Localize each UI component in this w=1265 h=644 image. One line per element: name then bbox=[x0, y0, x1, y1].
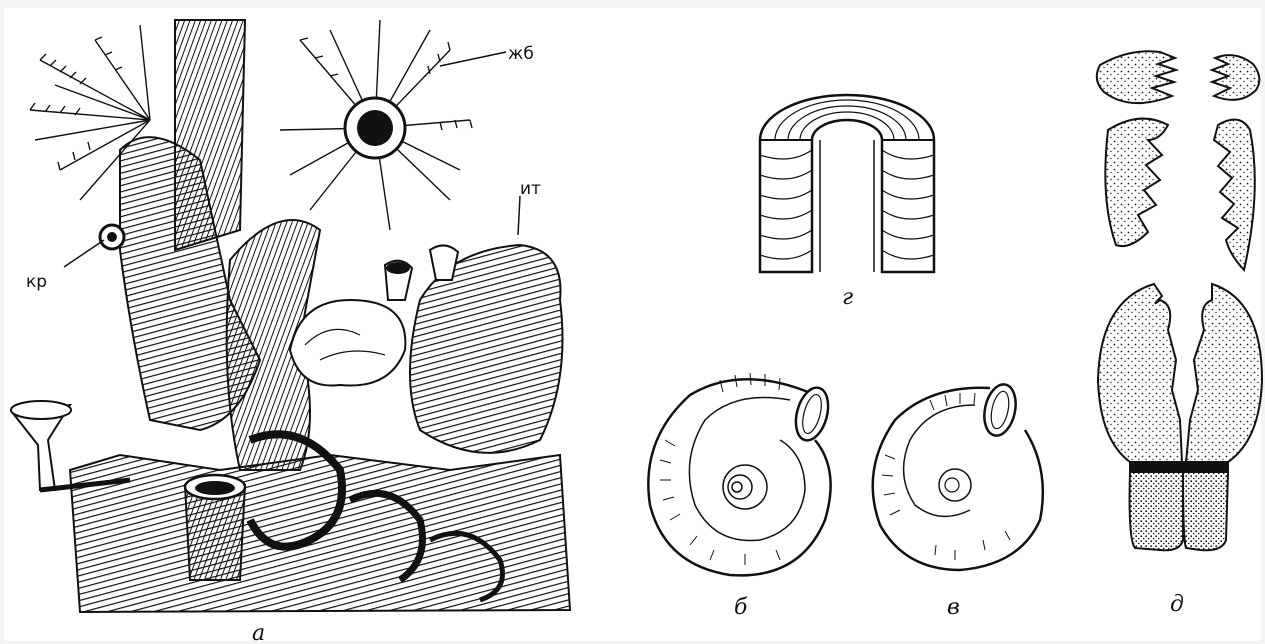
panel-b-coiled-shell bbox=[648, 373, 833, 575]
leader-it bbox=[518, 196, 520, 235]
label-kr: кр bbox=[26, 272, 47, 292]
caption-b: б bbox=[734, 595, 748, 620]
panel-a-reef-illustration bbox=[11, 20, 570, 612]
panel-v-coiled-shell bbox=[873, 381, 1043, 570]
caption-d: д bbox=[1170, 592, 1184, 617]
panel-g-tube-section bbox=[760, 95, 934, 272]
caption-a: а bbox=[252, 621, 265, 644]
leader-kr bbox=[64, 240, 104, 267]
caption-v: в bbox=[947, 595, 960, 620]
caption-g: г bbox=[842, 285, 853, 310]
leader-zhb bbox=[440, 52, 506, 66]
sea-lily-crown bbox=[280, 20, 472, 230]
label-zhb: жб bbox=[508, 44, 534, 64]
label-it: ит bbox=[520, 179, 541, 199]
panel-d-jaw-elements bbox=[1097, 51, 1262, 550]
